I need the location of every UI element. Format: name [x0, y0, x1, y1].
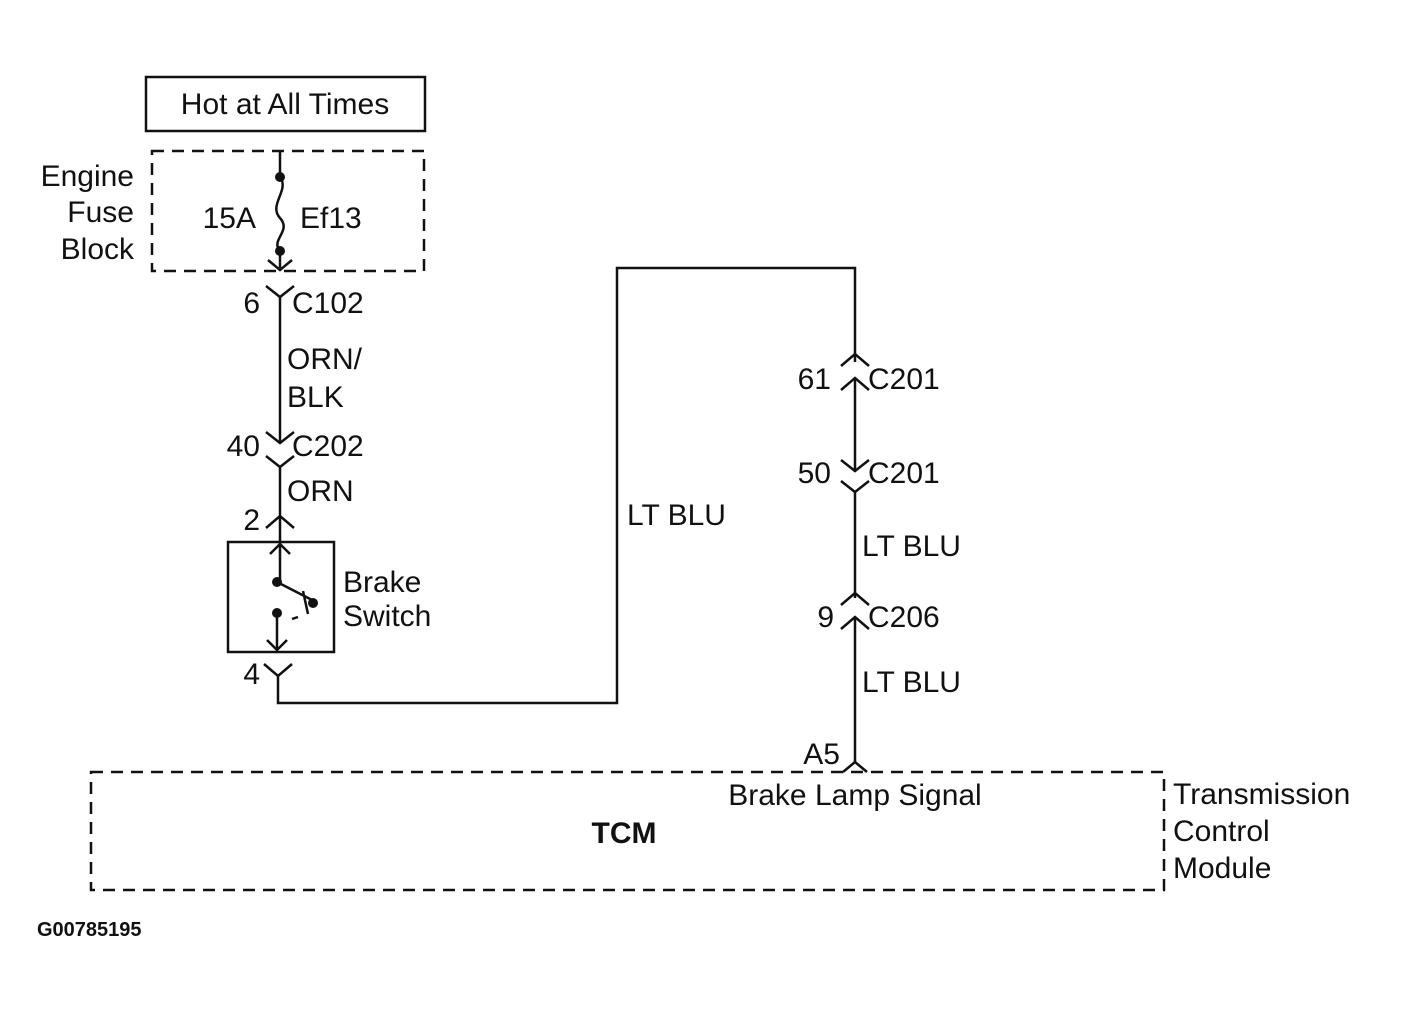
c202-upper-connector-icon: [265, 431, 295, 445]
tcm-abbreviation: TCM: [592, 817, 657, 850]
lt-blu-loop-label: LT BLU: [627, 499, 726, 532]
tcm-name-line-2: Control: [1173, 815, 1270, 848]
c202-name: C202: [292, 430, 364, 463]
switch-arm-icon: [276, 580, 315, 615]
tcm-name-line-3: Module: [1173, 852, 1271, 885]
power-source-box: [144, 75, 427, 133]
orn-blk-label-line-1: ORN/: [287, 343, 363, 376]
c202-pin: 40: [227, 430, 260, 463]
engine-fuse-block: [150, 149, 426, 273]
brake-switch-label-line-2: Switch: [343, 600, 431, 633]
orn-blk-label-line-2: BLK: [287, 381, 344, 414]
fuse-output-connector-icon: [267, 259, 293, 272]
fuse-element-icon: [275, 176, 285, 252]
c206-name: C206: [868, 601, 940, 634]
c201-top-name: C201: [868, 363, 940, 396]
switch-contact-arm-end: [308, 598, 318, 608]
brake-switch-label-line-1: Brake: [343, 566, 421, 599]
c102-pin: 6: [243, 287, 260, 320]
c206-pin: 9: [817, 601, 834, 634]
c102-name: C102: [292, 287, 364, 320]
tcm-pin-connector-icon: [842, 760, 868, 773]
tcm-name-line-1: Transmission: [1173, 778, 1350, 811]
power-source-label: Hot at All Times: [181, 88, 389, 121]
c102-connector-icon: [265, 285, 295, 299]
switch-pin-4-connector-icon: [263, 663, 293, 678]
c201-bottom-inner-connector-icon: [840, 480, 870, 494]
switch-pin-2: 2: [243, 504, 260, 537]
switch-open-gap-icon: [291, 615, 299, 621]
fuse-block-label-line-1: Engine: [41, 160, 134, 193]
tcm-pin-a5: A5: [803, 738, 840, 771]
lt-blu-mid-label: LT BLU: [862, 530, 961, 563]
c201-bottom-name: C201: [868, 457, 940, 490]
fuse-block-label-line-3: Block: [61, 233, 135, 266]
switch-pin-4: 4: [243, 658, 260, 691]
lt-blu-loop-wire: [276, 266, 857, 705]
c201-bottom-pin: 50: [798, 457, 831, 490]
switch-input-arrow-icon: [269, 542, 291, 555]
figure-id: G00785195: [37, 919, 142, 941]
c202-lower-connector-icon: [265, 455, 295, 469]
lt-blu-low-label: LT BLU: [862, 666, 961, 699]
c201-top-pin: 61: [798, 363, 831, 396]
c201-bottom-connector-icon: [840, 459, 870, 473]
tcm-signal-label: Brake Lamp Signal: [728, 779, 981, 812]
switch-output-arrow-icon: [266, 639, 288, 652]
fuse-rating: 15A: [203, 202, 256, 235]
c206-connector-icon: [840, 591, 870, 606]
tcm-module-box: [89, 770, 1166, 892]
fuse-id: Ef13: [300, 202, 362, 235]
fuse-block-label-line-2: Fuse: [67, 196, 134, 229]
c201-top-connector-icon: [840, 352, 870, 367]
orn-label: ORN: [287, 475, 354, 508]
